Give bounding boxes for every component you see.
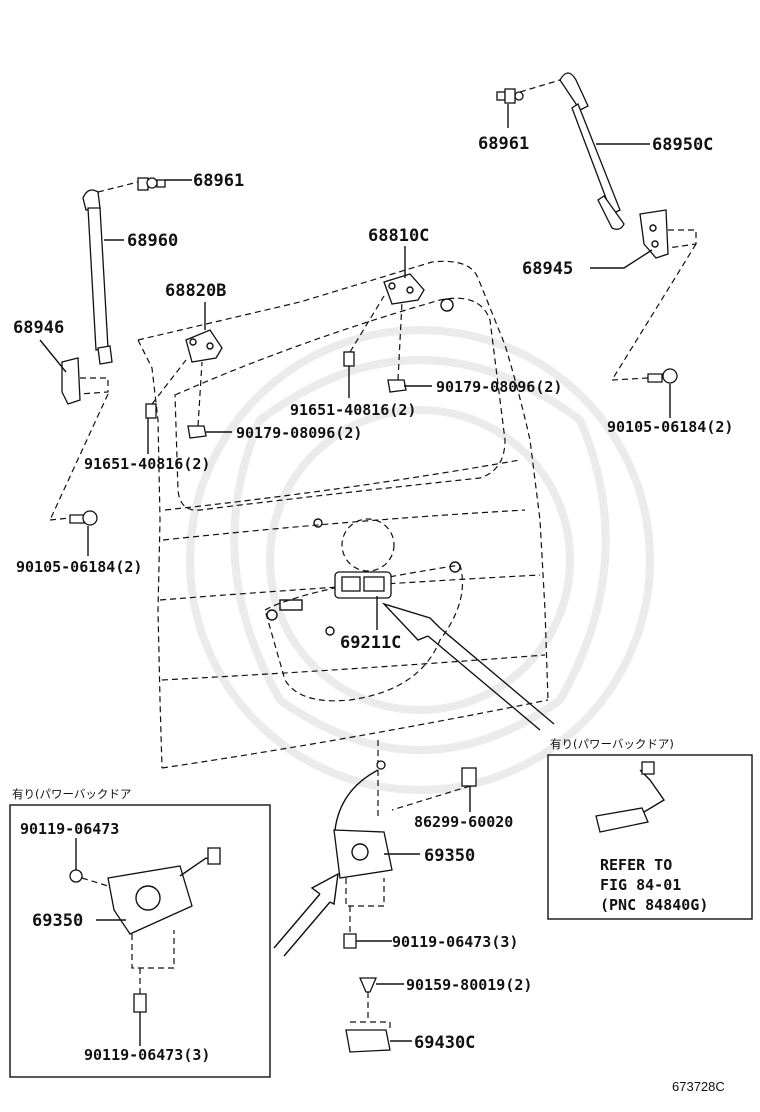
label-69430c: 69430C bbox=[414, 1033, 475, 1053]
bolt-90105-right bbox=[647, 368, 678, 384]
refer-line-1: REFER TO bbox=[600, 856, 672, 874]
diagram-code: 673728C bbox=[672, 1079, 725, 1094]
label-68810c: 68810C bbox=[368, 226, 429, 246]
label-68946: 68946 bbox=[13, 318, 64, 338]
power-door-handle-harness bbox=[595, 761, 666, 833]
label-68961-left: 68961 bbox=[193, 171, 244, 191]
refer-line-3: (PNC 84840G) bbox=[600, 896, 708, 914]
label-69350-inset: 69350 bbox=[32, 911, 83, 931]
watermark-emblem bbox=[186, 326, 654, 794]
label-68950c: 68950C bbox=[652, 135, 713, 155]
label-68820b: 68820B bbox=[165, 281, 226, 301]
label-86299: 86299-60020 bbox=[414, 813, 513, 831]
hinge-68820b bbox=[185, 329, 223, 363]
label-68945: 68945 bbox=[522, 259, 573, 279]
label-69350-center: 69350 bbox=[424, 846, 475, 866]
nut-90179-left bbox=[187, 361, 207, 439]
label-90119-inset-top: 90119-06473 bbox=[20, 820, 119, 838]
leader-lines bbox=[39, 104, 671, 1046]
label-90119-inset-bottom: 90119-06473(3) bbox=[84, 1046, 210, 1064]
bolt-90119-center bbox=[343, 906, 357, 949]
label-90119-center: 90119-06473(3) bbox=[392, 933, 518, 951]
leader-dash-68946-bolt bbox=[49, 393, 109, 521]
arrow-to-lock bbox=[273, 872, 339, 957]
label-90159: 90159-80019(2) bbox=[406, 976, 532, 994]
label-90179-left: 90179-08096(2) bbox=[236, 424, 362, 442]
ball-stud-68961-left bbox=[137, 177, 166, 191]
lock-assembly-69350-center bbox=[333, 760, 393, 907]
screw-90159 bbox=[359, 977, 377, 1022]
label-69211c: 69211C bbox=[340, 633, 401, 653]
bolts-91651-left bbox=[145, 359, 187, 419]
inset-box-right bbox=[547, 754, 753, 920]
lock-assembly-69350-inset bbox=[69, 847, 221, 969]
inset-caption-left: 有り(パワーバックドア bbox=[12, 787, 131, 801]
ball-stud-68961-right bbox=[496, 88, 524, 104]
label-90105-right: 90105-06184(2) bbox=[607, 418, 733, 436]
inset-box-left bbox=[9, 804, 271, 1078]
label-90105-left: 90105-06184(2) bbox=[16, 558, 142, 576]
label-91651-left: 91651-40816(2) bbox=[84, 455, 210, 473]
bolt-90105-left bbox=[69, 510, 98, 526]
inset-caption-right: 有り(パワーバックドア) bbox=[550, 737, 674, 751]
handle-switch-69211c bbox=[334, 571, 392, 599]
strut-68950c bbox=[519, 72, 625, 230]
hinge-bracket-68945 bbox=[639, 209, 697, 259]
label-68960: 68960 bbox=[127, 231, 178, 251]
refer-line-2: FIG 84-01 bbox=[600, 876, 681, 894]
leader-dash-68945-bolt bbox=[611, 243, 697, 381]
label-91651-right: 91651-40816(2) bbox=[290, 401, 416, 419]
arrow-to-handle bbox=[381, 602, 555, 731]
dash-bolt-left bbox=[49, 517, 71, 521]
bolt-90119-inset bbox=[133, 968, 147, 1013]
nut-90179-right bbox=[387, 301, 407, 393]
label-90179-right: 90179-08096(2) bbox=[436, 378, 562, 396]
label-68961-right: 68961 bbox=[478, 134, 529, 154]
dash-bolt-right bbox=[611, 377, 649, 381]
strut-68960 bbox=[82, 181, 139, 365]
connector-86299 bbox=[391, 767, 477, 811]
hinge-68810c bbox=[383, 273, 425, 305]
hinge-bracket-68946 bbox=[61, 357, 109, 405]
striker-69430c bbox=[345, 1021, 391, 1053]
